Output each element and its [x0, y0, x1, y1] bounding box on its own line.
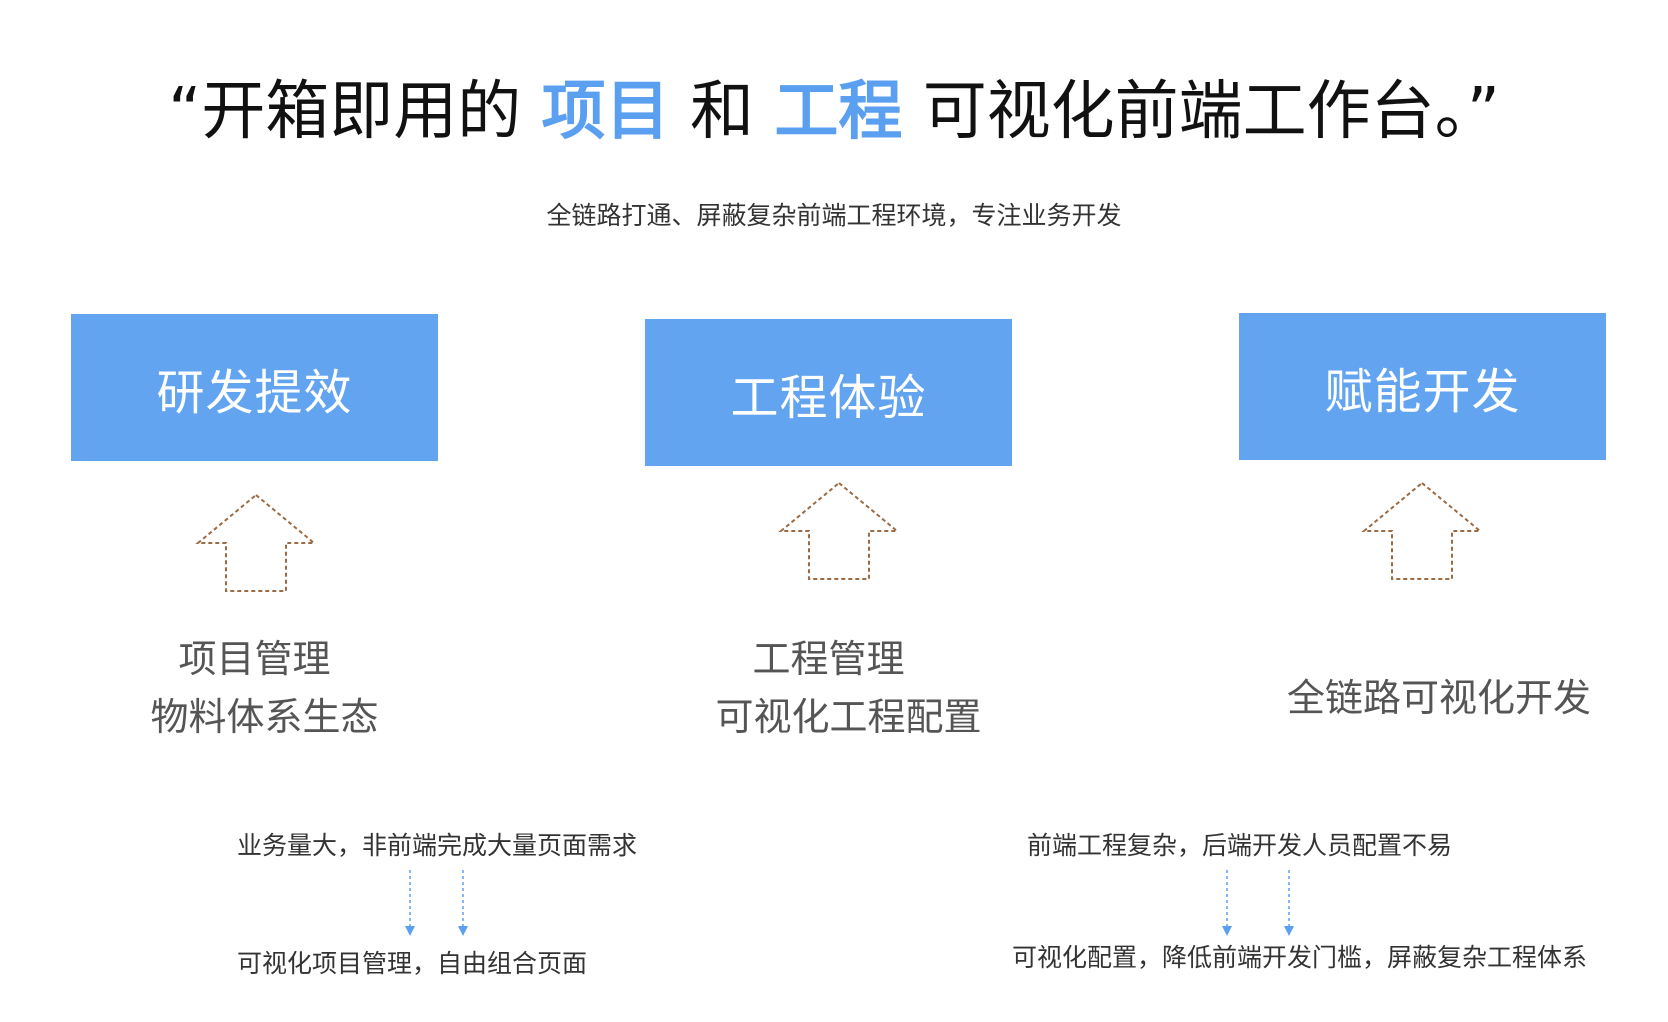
- right-problem-note: 前端工程复杂，后端开发人员配置不易: [1027, 831, 1453, 860]
- left-solution-note: 可视化项目管理，自由组合页面: [237, 949, 588, 978]
- headline: “开箱即用的 项目 和 工程 可视化前端工作台。”: [0, 62, 1668, 162]
- left-problem-note: 业务量大，非前端完成大量页面需求: [237, 831, 638, 860]
- headline-part1: 开箱即用的: [201, 75, 542, 149]
- box-rd-efficiency: 研发提效: [71, 314, 438, 461]
- headline-close-quote: ”: [1466, 75, 1500, 149]
- headline-part2: 和: [669, 75, 775, 149]
- column1-label-line1: 项目管理: [178, 637, 331, 681]
- up-arrow-icon: [1361, 481, 1483, 580]
- box-rd-efficiency-label: 研发提效: [156, 364, 353, 421]
- subtitle: 全链路打通、屏蔽复杂前端工程环境，专注业务开发: [546, 201, 1122, 230]
- flow-arrows-right: [1222, 870, 1294, 936]
- headline-highlight-project: 项目: [541, 75, 670, 149]
- headline-part3: 可视化前端工作台。: [902, 75, 1467, 149]
- box-empower-development: 赋能开发: [1239, 313, 1606, 460]
- column2-label-line2: 可视化工程配置: [715, 695, 982, 739]
- column1-label-line2: 物料体系生态: [150, 695, 379, 739]
- up-arrow-icon: [195, 493, 317, 592]
- headline-open-quote: “: [168, 75, 202, 149]
- column3-label-line1: 全链路可视化开发: [1286, 676, 1591, 720]
- box-engineering-experience: 工程体验: [645, 319, 1012, 466]
- headline-highlight-engineering: 工程: [774, 75, 903, 149]
- up-arrow-icon: [778, 481, 900, 580]
- box-empower-development-label: 赋能开发: [1324, 363, 1521, 420]
- right-solution-note: 可视化配置，降低前端开发门槛，屏蔽复杂工程体系: [1012, 943, 1588, 972]
- flow-arrows-left: [405, 870, 468, 936]
- column2-label-line1: 工程管理: [752, 637, 905, 681]
- box-engineering-experience-label: 工程体验: [730, 369, 927, 426]
